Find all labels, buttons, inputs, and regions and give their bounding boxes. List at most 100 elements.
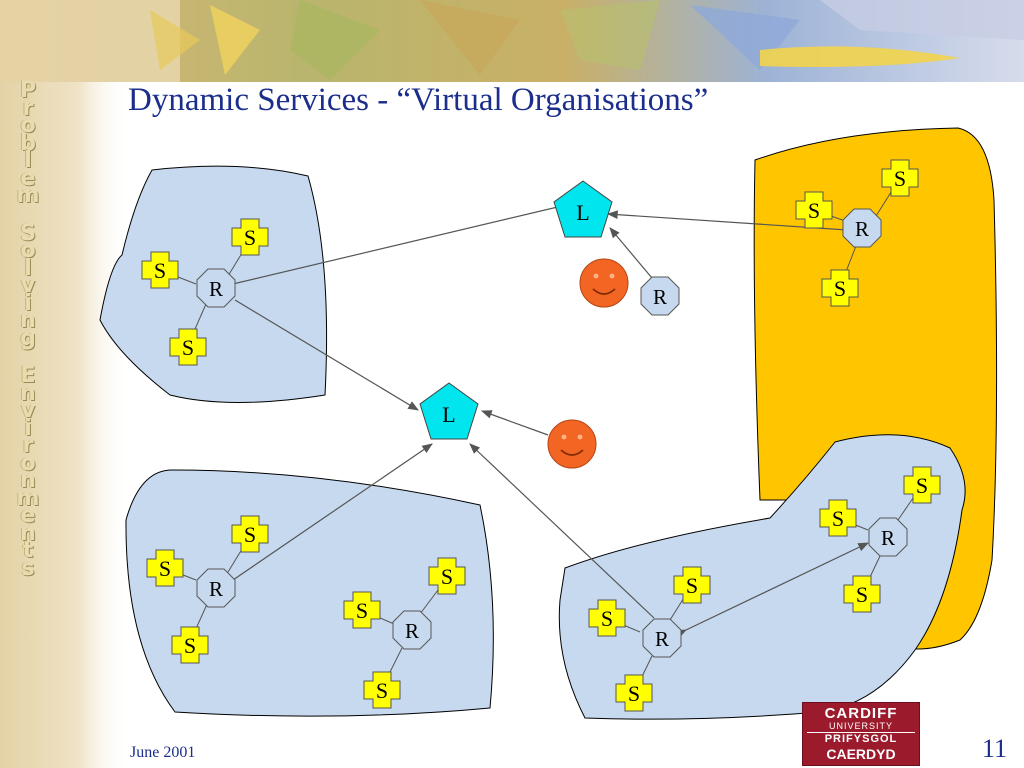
r-node: R — [868, 517, 908, 557]
r-node: R — [196, 268, 236, 308]
s-node: S — [819, 499, 857, 537]
s-node-label: S — [184, 633, 196, 658]
user-smiley-top-icon — [579, 258, 629, 308]
s-node: S — [428, 557, 466, 595]
s-node: S — [343, 591, 381, 629]
s-node: S — [673, 566, 711, 604]
side-banner-letter: i — [24, 290, 32, 316]
s-node: S — [169, 328, 207, 366]
s-node-label: S — [356, 598, 368, 623]
s-node: S — [231, 218, 269, 256]
cardiff-university-logo: CARDIFF UNIVERSITY PRIFYSGOL CAERDYD — [802, 702, 920, 766]
r-node-label: R — [855, 217, 869, 241]
side-banner-letter: t — [22, 538, 34, 563]
s-node-label: S — [159, 556, 171, 581]
l-node-label: L — [442, 402, 455, 427]
link-r-br-to-l-center — [469, 443, 655, 619]
side-banner-letter: o — [20, 450, 36, 476]
region-bottom-left — [125, 469, 494, 717]
r-node-label: R — [209, 277, 223, 301]
link-r-tl-to-l-center — [234, 299, 419, 411]
side-banner-letter: e — [20, 165, 36, 191]
s-node: S — [363, 671, 401, 709]
r-node: R — [640, 276, 680, 316]
s-node-label: S — [244, 522, 256, 547]
r-node-label: R — [655, 627, 669, 651]
logo-line-3: PRIFYSGOL — [824, 733, 898, 745]
link-r-to-l-top — [609, 227, 653, 279]
side-banner-letter: n — [20, 380, 36, 406]
side-banner-letter: n — [20, 308, 36, 333]
side-banner-letter: o — [20, 238, 36, 263]
r-node-label: R — [209, 577, 223, 601]
side-banner-letter: v — [20, 273, 36, 298]
side-banner-letter: l — [24, 255, 32, 281]
s-node-label: S — [834, 276, 846, 301]
link-user-to-l-center — [480, 410, 549, 436]
leaf-shape — [210, 5, 260, 75]
s-node-label: S — [916, 473, 928, 498]
side-banner-letter: g — [20, 325, 36, 351]
s-node-label: S — [832, 506, 844, 531]
r-node: R — [392, 610, 432, 650]
side-banner-letter: S — [20, 220, 36, 246]
side-texture — [0, 0, 130, 768]
l-node-center: L — [419, 382, 479, 440]
s-node-label: S — [628, 681, 640, 706]
logo-line-1: CARDIFF — [824, 705, 898, 722]
side-banner-letter: r — [22, 433, 34, 458]
footer-date: June 2001 — [130, 744, 196, 761]
s-node: S — [588, 599, 626, 637]
s-node: S — [795, 191, 833, 229]
side-banner-letter: r — [22, 95, 34, 121]
s-node-label: S — [376, 678, 388, 703]
side-banner-letter: s — [21, 555, 35, 581]
slide-title: Dynamic Services - “Virtual Organisation… — [128, 82, 709, 118]
registry-nodes: R R R R R R R — [196, 208, 908, 658]
logo-line-4: CAERDYD — [826, 746, 896, 762]
s-node: S — [615, 674, 653, 712]
s-node: S — [881, 159, 919, 197]
side-banner-letter: o — [20, 113, 36, 138]
leaf-shape — [290, 0, 380, 80]
s-node: S — [146, 549, 184, 587]
link-r-tl-to-l-top — [215, 200, 584, 289]
s-node-label: S — [182, 335, 194, 360]
r-node: R — [196, 568, 236, 608]
leaf-shape — [420, 0, 520, 75]
side-banner-letter: b — [20, 130, 36, 156]
side-banner-letter: i — [24, 415, 32, 441]
r-node: R — [842, 208, 882, 248]
side-banner-letter: m — [16, 485, 40, 511]
s-node-label: S — [856, 582, 868, 607]
s-node-label: S — [441, 564, 453, 589]
leaf-shape — [560, 0, 660, 70]
side-banner-letter: P — [19, 78, 37, 103]
leaf-shape — [150, 10, 200, 70]
side-banner-letter: e — [20, 503, 36, 528]
s-node-label: S — [808, 198, 820, 223]
l-node-top: L — [553, 180, 613, 238]
s-node-label: S — [601, 606, 613, 631]
s-node: S — [821, 269, 859, 307]
s-node: S — [141, 251, 179, 289]
l-node-label: L — [576, 200, 589, 225]
leaf-shape — [760, 46, 960, 67]
s-node: S — [843, 575, 881, 613]
side-banner-letter: n — [20, 520, 36, 546]
s-node: S — [171, 626, 209, 664]
s-node-label: S — [894, 166, 906, 191]
service-nodes: S S S S S S S S S S S S S S S S S S — [141, 159, 941, 712]
s-node: S — [903, 466, 941, 504]
user-smiley-center-icon — [547, 419, 597, 469]
s-node-label: S — [244, 225, 256, 250]
logo-line-2: UNIVERSITY — [828, 721, 893, 731]
s-node: S — [231, 515, 269, 553]
s-node-label: S — [686, 573, 698, 598]
logo-divider — [807, 732, 915, 733]
r-node-label: R — [881, 526, 895, 550]
s-node-label: S — [154, 258, 166, 283]
